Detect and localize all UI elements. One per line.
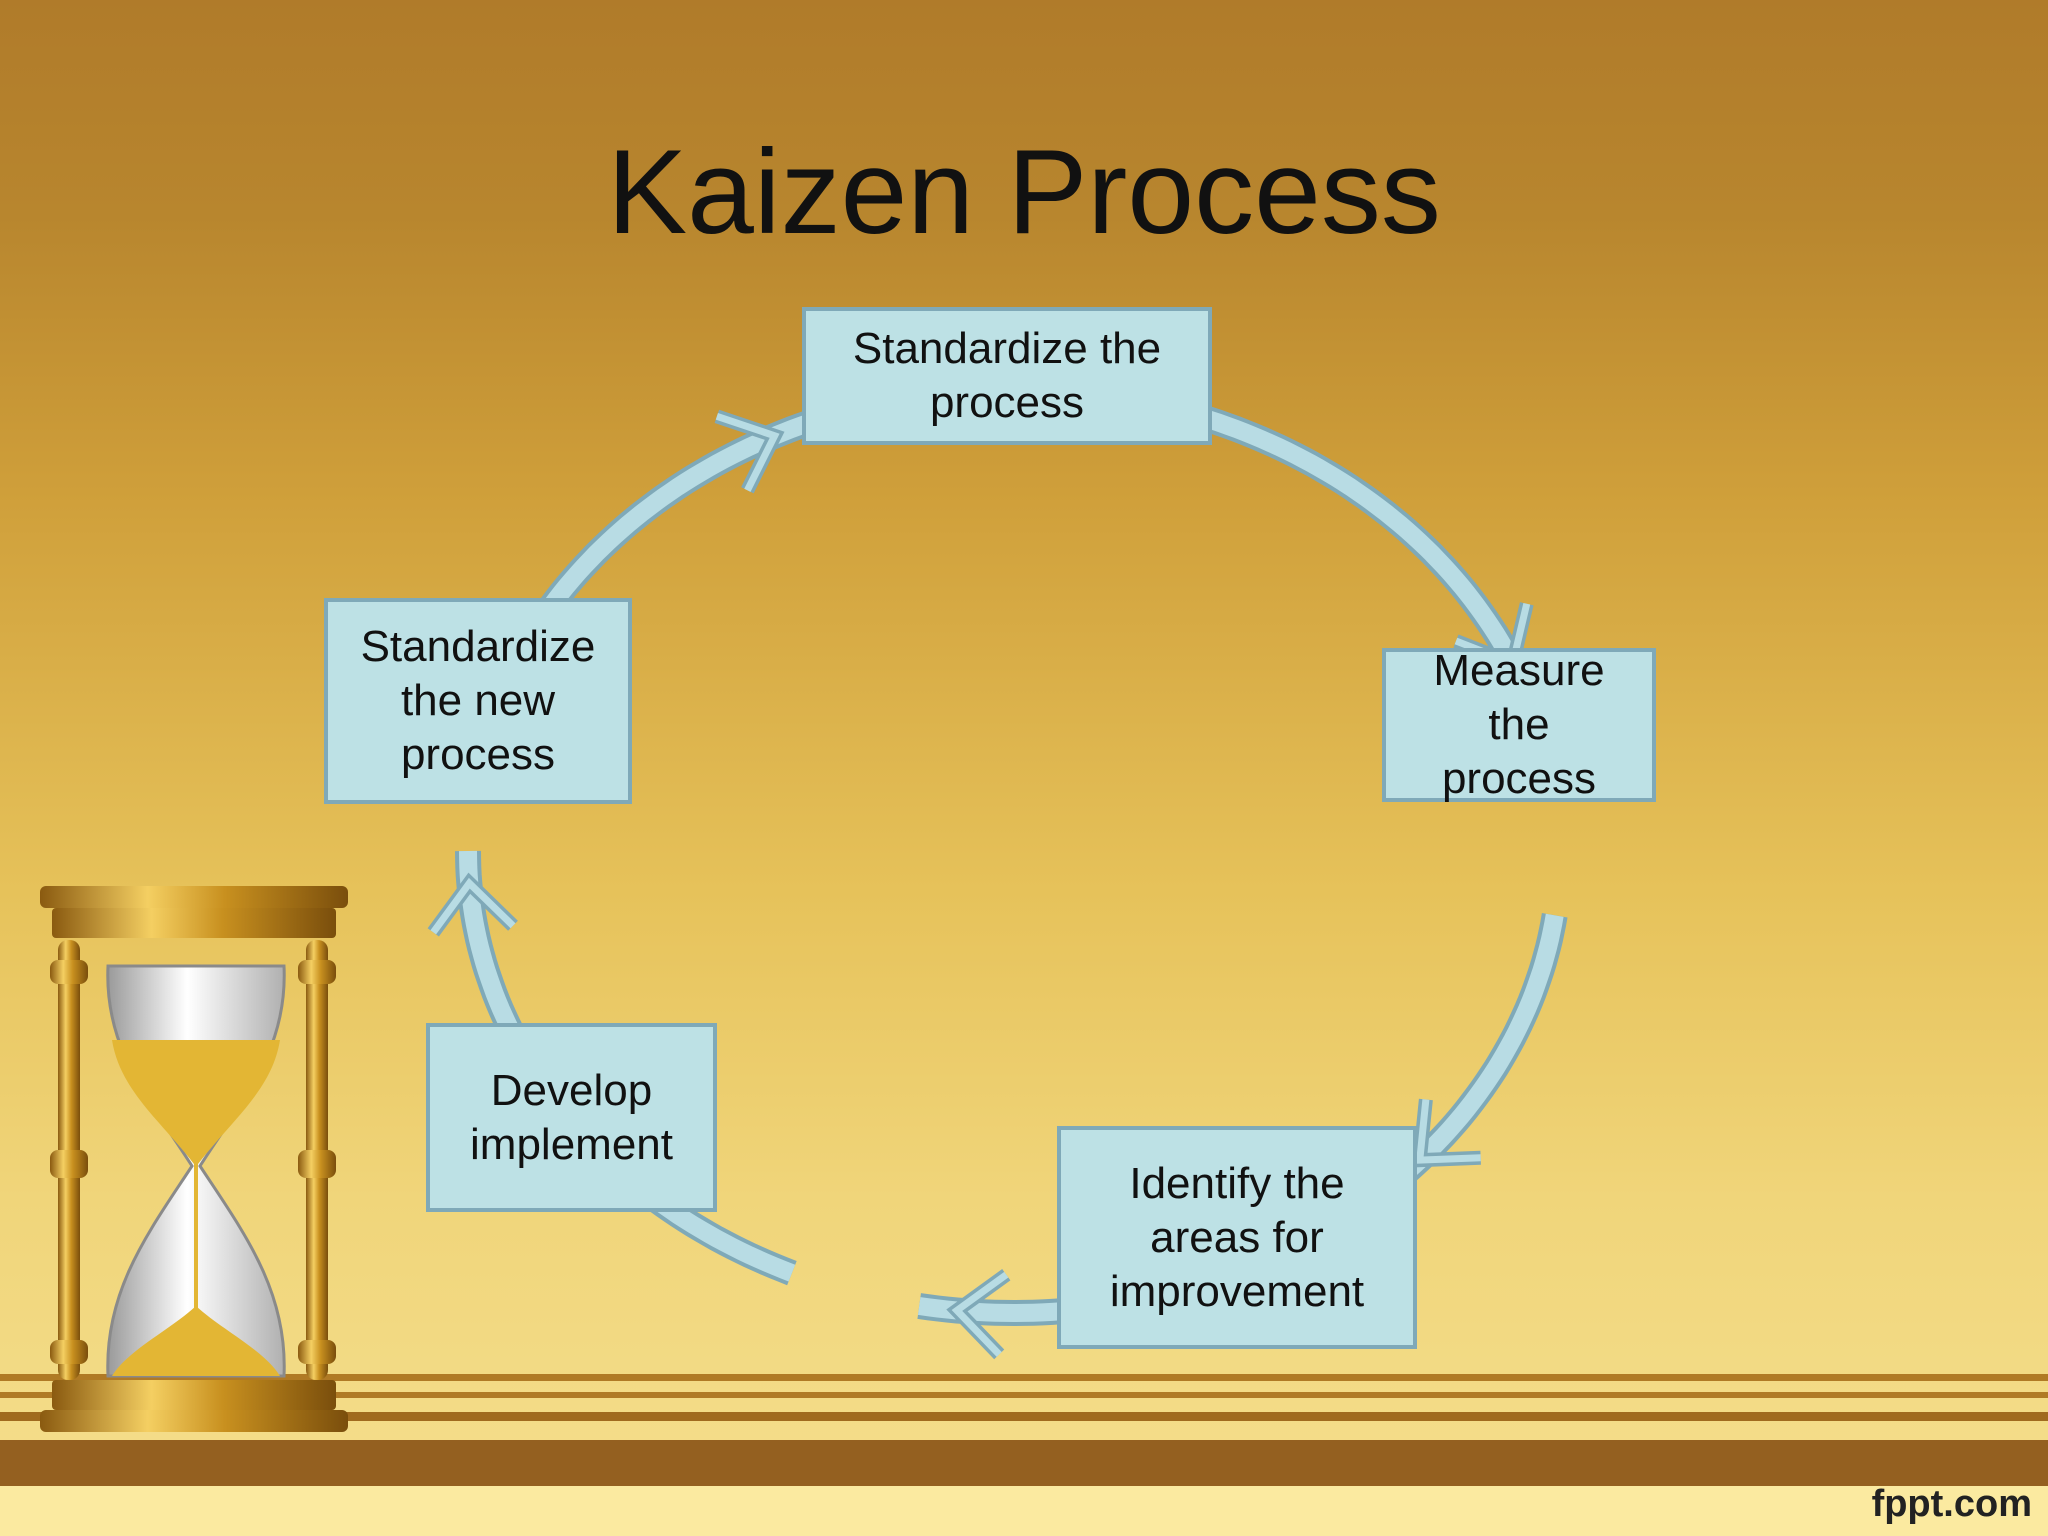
cycle-arrowhead bbox=[430, 877, 516, 935]
cycle-arrowhead bbox=[1415, 1099, 1481, 1164]
step-develop-implement: Develop implement bbox=[426, 1023, 717, 1212]
step-standardize-process: Standardize the process bbox=[802, 307, 1212, 445]
footer-stripes bbox=[0, 1374, 2048, 1536]
cycle-arrowhead bbox=[715, 413, 780, 492]
step-identify-areas: Identify the areas for improvement bbox=[1057, 1126, 1417, 1349]
hourglass-icon bbox=[40, 886, 348, 1432]
cycle-arrowhead bbox=[951, 1271, 1009, 1357]
step-standardize-new-process: Standardize the new process bbox=[324, 598, 632, 804]
cycle-arc bbox=[1387, 913, 1564, 1191]
slide-title: Kaizen Process bbox=[607, 125, 1441, 259]
step-measure-process: Measure the process bbox=[1382, 646, 1656, 803]
brand-watermark: fppt.com bbox=[1871, 1483, 2032, 1525]
